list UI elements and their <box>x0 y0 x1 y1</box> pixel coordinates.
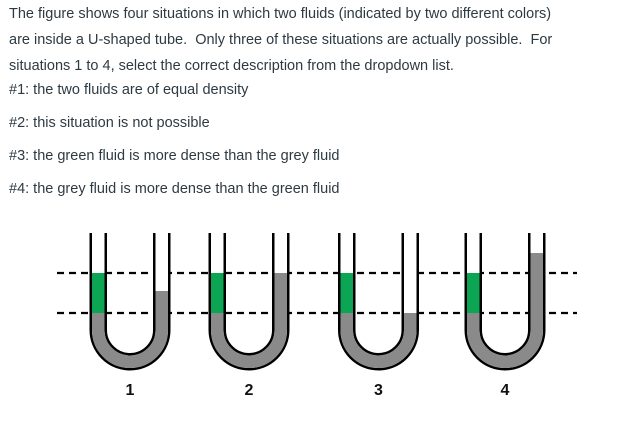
grey-fluid <box>92 291 168 368</box>
prompt-line-1: The figure shows four situations in whic… <box>9 6 552 22</box>
u-tube-1: 1 <box>89 233 171 399</box>
tube-outline <box>89 233 171 371</box>
grey-fluid <box>467 253 543 368</box>
grey-fluid <box>340 313 417 368</box>
statement-4: #4: the grey fluid is more dense than th… <box>9 181 340 197</box>
statement-1: #1: the two fluids are of equal density <box>9 82 249 98</box>
u-tube-figure: 1 2 3 4 <box>57 233 577 399</box>
grey-fluid <box>211 273 287 368</box>
tube-label-4: 4 <box>501 382 510 399</box>
prompt-line-2: are inside a U-shaped tube. Only three o… <box>9 32 553 48</box>
tube-outline <box>208 233 290 371</box>
tube-outline <box>464 233 546 371</box>
tube-label-2: 2 <box>245 382 254 399</box>
u-tube-2: 2 <box>208 233 290 399</box>
u-tube-4: 4 <box>464 233 546 399</box>
tube-label-1: 1 <box>126 382 135 399</box>
tube-outline <box>338 233 419 371</box>
statement-2: #2: this situation is not possible <box>9 115 210 131</box>
prompt-line-3: situations 1 to 4, select the correct de… <box>9 58 454 74</box>
question-prompt: The figure shows four situations in whic… <box>9 1 620 79</box>
statement-3: #3: the green fluid is more dense than t… <box>9 148 340 164</box>
tube-label-3: 3 <box>374 382 383 399</box>
u-tube-3: 3 <box>338 233 419 399</box>
